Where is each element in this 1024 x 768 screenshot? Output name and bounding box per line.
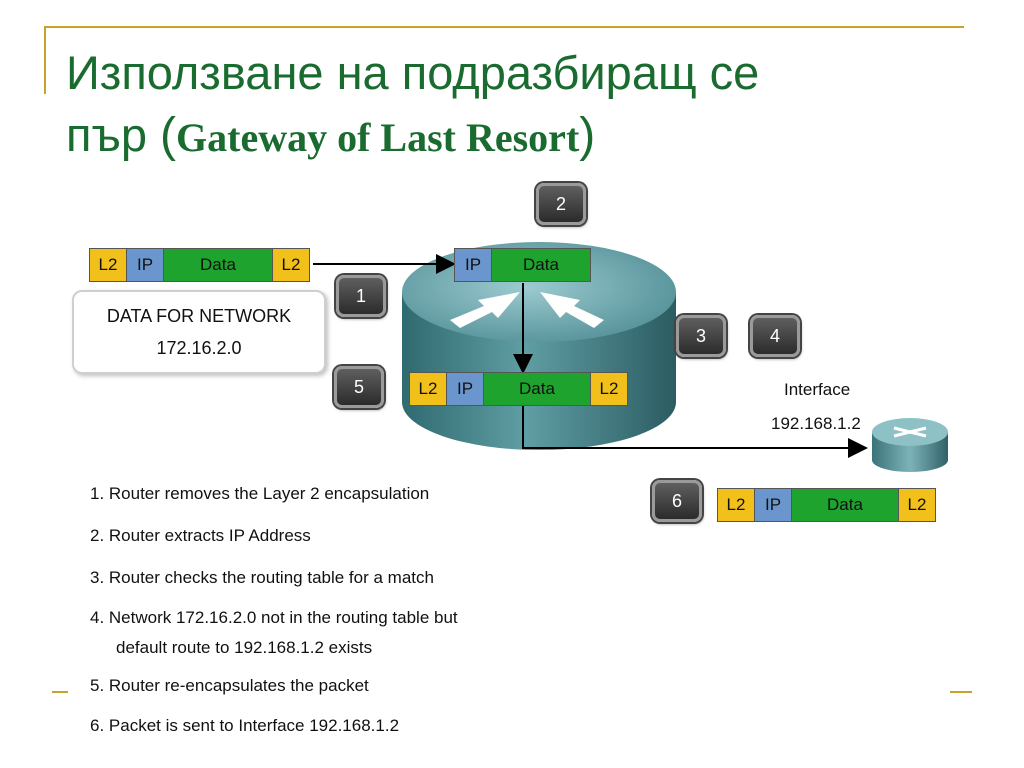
packet-data: Data [491, 248, 591, 282]
list-item: 6. Packet is sent to Interface 192.168.1… [90, 716, 400, 735]
step-badge-6: 6 [652, 480, 702, 522]
bottom-left-accent [52, 691, 68, 693]
extracted-packet: IP Data [454, 248, 591, 282]
router-arrow-icon [540, 292, 604, 328]
network-callout-title: DATA FOR NETWORK [106, 306, 292, 326]
step-badge-1: 1 [336, 275, 386, 317]
frame-data: Data [163, 248, 273, 282]
title-line-2: пър (Gateway of Last Resort) [66, 104, 966, 169]
list-item: 2. Router extracts IP Address [90, 526, 311, 545]
list-item: 1. Router removes the Layer 2 encapsulat… [90, 484, 430, 503]
small-router-icon [872, 418, 948, 472]
frame-ip-header: IP [446, 372, 484, 406]
step-badge-4: 4 [750, 315, 800, 357]
frame-l2-header: L2 [409, 372, 447, 406]
title-close-paren: ) [579, 109, 596, 162]
network-callout: DATA FOR NETWORK 172.16.2.0 [72, 290, 326, 374]
router-arrow-icon [450, 292, 520, 328]
frame-l2-trailer: L2 [590, 372, 628, 406]
step-badge-3: 3 [676, 315, 726, 357]
title-english: Gateway of Last Resort [176, 115, 580, 160]
list-item-continuation: default route to 192.168.1.2 exists [116, 638, 373, 657]
packet-ip-header: IP [454, 248, 492, 282]
step-badge-2: 2 [536, 183, 586, 225]
frame-ip-header: IP [754, 488, 792, 522]
slide-title: Използване на подразбиращ се пър (Gatewa… [66, 42, 966, 169]
frame-l2-header: L2 [89, 248, 127, 282]
frame-data: Data [791, 488, 899, 522]
bottom-right-accent [950, 691, 972, 693]
title-prefix: пър [66, 108, 147, 161]
title-open-paren: ( [160, 109, 177, 162]
frame-l2-trailer: L2 [898, 488, 936, 522]
arrow-out [522, 406, 868, 458]
frame-ip-header: IP [126, 248, 164, 282]
list-item: 4. Network 172.16.2.0 not in the routing… [90, 608, 458, 627]
left-accent-line [44, 26, 46, 94]
interface-label: Interface [784, 380, 851, 399]
title-line-1: Използване на подразбиращ се [66, 46, 760, 99]
step-badge-5: 5 [334, 366, 384, 408]
frame-l2-header: L2 [717, 488, 755, 522]
outgoing-frame: L2 IP Data L2 [717, 488, 936, 522]
list-item: 5. Router re-encapsulates the packet [90, 676, 369, 695]
top-accent-line [44, 26, 964, 28]
incoming-frame: L2 IP Data L2 [89, 248, 310, 282]
frame-data: Data [483, 372, 591, 406]
interface-address: 192.168.1.2 [771, 414, 861, 433]
list-item: 3. Router checks the routing table for a… [90, 568, 434, 587]
router-icon [402, 242, 676, 450]
network-callout-address: 172.16.2.0 [156, 338, 242, 358]
reencapsulated-frame: L2 IP Data L2 [409, 372, 628, 406]
frame-l2-trailer: L2 [272, 248, 310, 282]
